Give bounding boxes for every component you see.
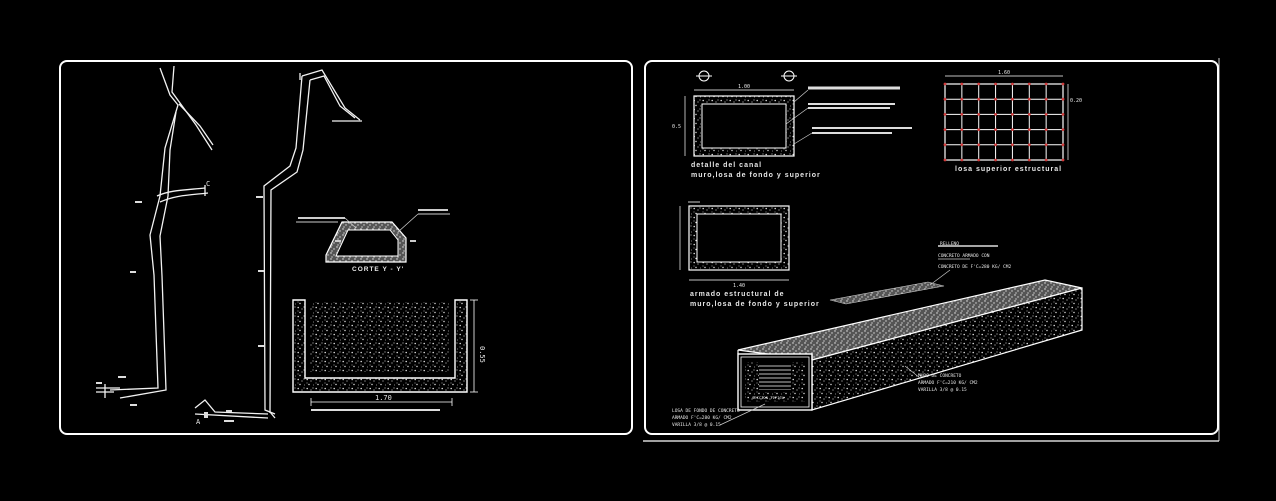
losa-grid-node [943, 158, 947, 162]
losa-grid-node [977, 82, 981, 86]
losa-grid-node [994, 128, 997, 132]
losa-grid-node [943, 143, 947, 147]
left-sheet-border [59, 60, 633, 435]
losa-grid-node [1044, 97, 1048, 101]
relleno-label: RELLENO [940, 241, 959, 247]
losa-grid-node [994, 82, 997, 86]
losa-grid-node [994, 97, 997, 101]
muro-label-1: MURO DE CONCRETO [918, 373, 962, 379]
height-dim: 0.55 [478, 346, 486, 363]
armado-detail [679, 201, 790, 281]
profile-left [96, 65, 214, 399]
losa-grid-node [943, 128, 947, 132]
armado-title-1: armado estructural de [690, 291, 785, 298]
losa-grid-node [1061, 97, 1065, 101]
losa-grid-node [994, 143, 997, 147]
losa-grid-node [977, 158, 981, 162]
armado-title-2: muro,losa de fondo y superior [690, 301, 820, 308]
losa-grid-node [960, 128, 964, 132]
cut-label: CORTE Y - Y' [352, 266, 404, 273]
trapezoid-section [296, 209, 450, 263]
armado-bottom-dim: 1.40 [733, 283, 745, 289]
losa-grid-node [977, 128, 981, 132]
losa-grid-node [1027, 97, 1031, 101]
muro-label-2: ARMADO F'C=210 KG/ CM2 [918, 380, 978, 386]
losa-grid-node [943, 82, 947, 86]
losa-grid-node [1027, 128, 1031, 132]
concreto-label-1: CONCRETO ARMADO CON [938, 253, 990, 259]
losa-grid-node [960, 113, 964, 116]
losa-grid-node [1011, 97, 1014, 101]
losa-grid-node [960, 143, 964, 147]
losa-grid-node [994, 113, 997, 116]
losa-grid-node [960, 97, 964, 101]
losa-grid-node [943, 97, 947, 101]
canal-title-2: muro,losa de fondo y superior [691, 172, 821, 179]
right-sheet-border [644, 60, 1219, 435]
losa-grid-node [1044, 128, 1048, 132]
losa-grid-node [977, 113, 981, 116]
losa-label-3: VARILLA 3/8 @ 0.15 [672, 422, 721, 428]
losa-grid-node [977, 143, 981, 147]
losa-grid-node [1061, 143, 1065, 147]
losa-grid-node [1027, 158, 1031, 162]
box-beam-3d [719, 245, 1083, 426]
profile-left-ticks [96, 201, 142, 406]
losa-grid-node [1011, 143, 1014, 147]
losa-grid-node [1061, 113, 1065, 116]
canal-title-1: detalle del canal [691, 162, 762, 169]
losa-grid-node [960, 82, 964, 86]
losa-grid-node [1061, 82, 1065, 86]
losa-grid-node [1027, 82, 1031, 86]
losa-grid-node [1011, 128, 1014, 132]
canal-top-dim: 1.00 [738, 84, 750, 90]
losa-grid-node [1027, 113, 1031, 116]
losa-grid-node [1044, 143, 1048, 147]
muro-label-3: VARILLA 3/8 @ 0.15 [918, 387, 967, 393]
losa-grid-node [1044, 82, 1048, 86]
losa-grid-node [943, 113, 947, 116]
canal-side-dim: 0.5 [672, 124, 681, 130]
marker-a: A [196, 418, 201, 426]
losa-side-dim: 0.20 [1070, 98, 1082, 104]
losa-grid-node [1044, 113, 1048, 116]
marker-c: C [206, 180, 210, 188]
losa-grid-node [960, 158, 964, 162]
losa-grid-node [977, 97, 981, 101]
losa-grid-node [1011, 82, 1014, 86]
losa-grid-node [1044, 158, 1048, 162]
losa-grid-node [1061, 158, 1065, 162]
losa-grid [943, 82, 1065, 162]
profile-right-ticks [204, 196, 264, 422]
losa-grid-node [1061, 128, 1065, 132]
losa-label-2: ARMADO F'C=280 KG/ CM2 [672, 415, 732, 421]
losa-title: losa superior estructural [955, 166, 1062, 173]
losa-grid-node [1011, 113, 1014, 116]
width-dim: 1.70 [375, 394, 392, 402]
losa-top-dim: 1.60 [998, 70, 1010, 76]
inner-label: SECCION TIPICA [752, 395, 785, 400]
canal-detail [684, 70, 912, 157]
losa-grid-node [994, 158, 997, 162]
losa-grid-node [1027, 143, 1031, 147]
losa-grid-node [1011, 158, 1014, 162]
losa-label-1: LOSA DE FONDO DE CONCRETO [672, 408, 740, 414]
concreto-label-2: CONCRETO DE F'C=280 KG/ CM2 [938, 264, 1011, 270]
losa-grid-frame [944, 83, 1064, 161]
channel-section [292, 299, 478, 411]
